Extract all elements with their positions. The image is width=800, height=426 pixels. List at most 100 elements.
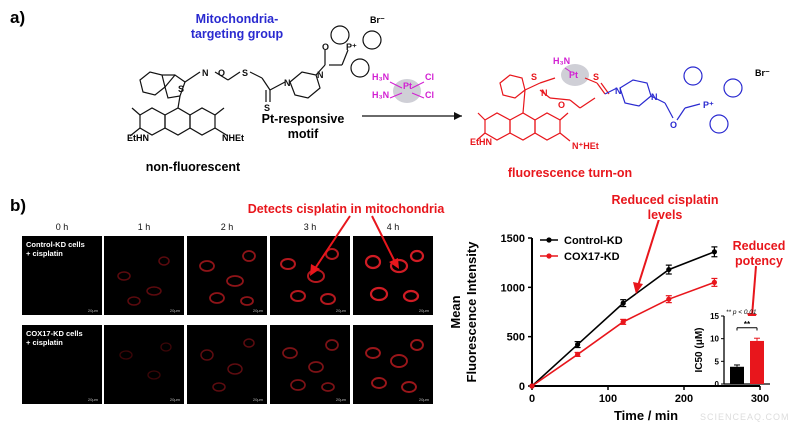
y-axis-label-line: Mean bbox=[448, 295, 463, 328]
scale-bar: 20μm bbox=[252, 308, 263, 313]
image-cox17-4h: 20μm bbox=[353, 325, 433, 404]
inset-y-tick-label: 10 bbox=[710, 335, 719, 344]
p-value-annotation: ** p < 0.01 bbox=[726, 309, 757, 316]
inset-y-tick-label: 5 bbox=[715, 357, 720, 366]
scale-bar: 20μm bbox=[169, 308, 180, 313]
inset-bar-1 bbox=[750, 340, 764, 384]
scale-bar: 20μm bbox=[252, 397, 263, 402]
time-label-0h: 0 h bbox=[55, 222, 69, 232]
reduced-potency-label: Reduced potency bbox=[732, 239, 786, 268]
probe-structure: N O S S S N N O P⁺ bbox=[129, 25, 382, 137]
atom-n-pip2: N bbox=[317, 70, 324, 80]
product-h3n: H₃N bbox=[553, 56, 570, 66]
inset-y-axis-label: IC50 (μM) bbox=[694, 327, 705, 372]
product-atom-o: O bbox=[558, 100, 565, 110]
data-point bbox=[620, 300, 626, 306]
cisplatin-nh3-bottom: H₃N bbox=[372, 90, 390, 100]
cisplatin-pt: Pt bbox=[403, 81, 412, 91]
image-control-3h: 20μm bbox=[270, 236, 350, 315]
row-label-cox17: COX17-KD cells + cisplatin bbox=[26, 329, 83, 347]
product-structure: S S N O Pt H₃N N N O P⁺ bbox=[476, 56, 743, 142]
time-label-4h: 4 h bbox=[386, 222, 400, 232]
image-cox17-1h: 20μm bbox=[104, 325, 184, 404]
scale-bar: 20μm bbox=[418, 397, 429, 402]
image-cox17-2h: 20μm bbox=[187, 325, 267, 404]
bromide-right: Br⁻ bbox=[755, 68, 770, 78]
scale-bar: 20μm bbox=[87, 397, 98, 402]
y-tick-label: 1000 bbox=[501, 282, 525, 294]
data-point bbox=[529, 383, 535, 389]
image-control-4h: 20μm bbox=[353, 236, 433, 315]
atom-p-left: P⁺ bbox=[346, 42, 357, 52]
image-cox17-3h: 20μm bbox=[270, 325, 350, 404]
y-tick-label: 500 bbox=[507, 332, 525, 344]
panel-a-label: a) bbox=[10, 8, 26, 27]
time-label-2h: 2 h bbox=[220, 222, 234, 232]
data-point bbox=[666, 266, 672, 273]
cisplatin-cl-bottom: Cl bbox=[425, 90, 434, 100]
right-ethylamine: EtHN bbox=[470, 137, 492, 147]
x-axis-label: Time / min bbox=[614, 408, 678, 423]
time-label-3h: 3 h bbox=[303, 222, 317, 232]
legend-label-0: Control-KD bbox=[564, 235, 623, 247]
series-line-1 bbox=[531, 281, 715, 387]
scale-bar: 20μm bbox=[87, 308, 98, 313]
data-point bbox=[666, 296, 672, 302]
image-control-2h: 20μm bbox=[187, 236, 267, 315]
product-atom-p: P⁺ bbox=[703, 100, 714, 110]
reduced-levels-label: Reduced cisplatin levels bbox=[611, 193, 719, 222]
significance-stars: ** bbox=[744, 320, 751, 329]
inset-y-tick-label: 15 bbox=[710, 312, 719, 321]
x-tick-label: 0 bbox=[529, 393, 535, 405]
cisplatin-cl-top: Cl bbox=[425, 72, 434, 82]
non-fluorescent-label: non-fluorescent bbox=[145, 160, 241, 174]
inset-bar-0 bbox=[730, 366, 744, 384]
y-axis-label-line: Fluorescence Intensity bbox=[464, 241, 479, 383]
scale-bar: 20μm bbox=[169, 397, 180, 402]
product-pt: Pt bbox=[569, 70, 578, 80]
row-label-control: Control-KD cells + cisplatin bbox=[26, 240, 85, 258]
product-atom-n: N bbox=[541, 88, 548, 98]
bromide-left: Br⁻ bbox=[370, 15, 385, 25]
scale-bar: 20μm bbox=[418, 308, 429, 313]
product-atom-s1: S bbox=[531, 72, 537, 82]
legend-label-1: COX17-KD bbox=[564, 251, 620, 263]
product-atom-n-pip2: N bbox=[651, 92, 658, 102]
detects-cisplatin-label: Detects cisplatin in mitochondria bbox=[247, 202, 445, 216]
reduced-levels-arrow bbox=[637, 220, 660, 287]
legend-marker-1 bbox=[546, 253, 552, 259]
time-label-1h: 1 h bbox=[137, 222, 151, 232]
panel-b-label: b) bbox=[10, 196, 27, 215]
atom-s-chain: S bbox=[242, 68, 248, 78]
data-point bbox=[711, 279, 717, 285]
fluorescence-turn-on-label: fluorescence turn-on bbox=[507, 166, 633, 180]
y-tick-label: 1500 bbox=[501, 233, 525, 245]
data-point bbox=[575, 341, 581, 348]
scale-bar: 20μm bbox=[335, 397, 346, 402]
reduced-levels-arrowhead bbox=[633, 282, 643, 294]
atom-n-oxime: N bbox=[202, 68, 209, 78]
scale-bar: 20μm bbox=[335, 308, 346, 313]
product-atom-o-carbonyl: O bbox=[670, 120, 677, 130]
x-tick-label: 300 bbox=[751, 393, 769, 405]
x-tick-label: 200 bbox=[675, 393, 693, 405]
y-tick-label: 0 bbox=[519, 381, 525, 393]
cisplatin-nh3-top: H₃N bbox=[372, 72, 390, 82]
image-control-0h: Control-KD cells + cisplatin 20μm bbox=[22, 236, 102, 315]
data-point bbox=[711, 249, 717, 255]
atom-n-pip1: N bbox=[284, 78, 291, 88]
product-atom-s2: S bbox=[593, 72, 599, 82]
data-point bbox=[620, 319, 626, 325]
data-point bbox=[575, 351, 581, 358]
product-atom-n-pip1: N bbox=[615, 86, 622, 96]
watermark: SCIENCEAQ.COM bbox=[700, 412, 790, 422]
mitochondria-targeting-label: Mitochondria- targeting group bbox=[190, 12, 284, 41]
cisplatin-reagent bbox=[362, 79, 462, 120]
image-cox17-0h: COX17-KD cells + cisplatin 20μm bbox=[22, 325, 102, 404]
atom-o-carbonyl: O bbox=[322, 42, 329, 52]
inset-y-tick-label: 0 bbox=[715, 380, 720, 389]
atom-s-thione: S bbox=[264, 103, 270, 113]
left-ethylamine: EtHN bbox=[127, 133, 149, 143]
reduced-potency-arrow bbox=[751, 265, 757, 317]
